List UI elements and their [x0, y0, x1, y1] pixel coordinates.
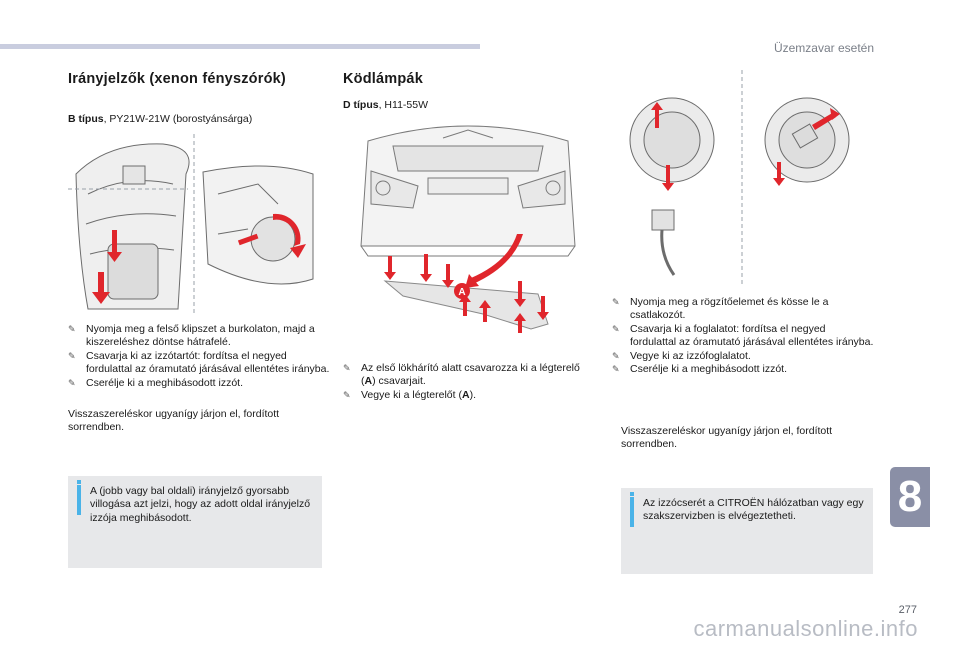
list-item: ✎Nyomja meg a rögzítőelemet és kösse le …	[612, 296, 829, 322]
fog-lamp-info-box: Az izzócserét a CITROËN hálózatban vagy …	[621, 488, 873, 574]
fog-lamp-bumper-illustration: A	[360, 125, 576, 333]
turn-signal-info-text: A (jobb vagy bal oldali) irányjelző gyor…	[90, 485, 311, 524]
fog-lamp-bulb-illustration	[629, 70, 850, 285]
info-icon	[630, 492, 634, 496]
fog-lamp-bumper-steps: ✎Az első lökhárító alatt csavarozza ki a…	[343, 362, 588, 402]
fog-lamp-bulb-steps: ✎Nyomja meg a rögzítőelemet és kösse le …	[612, 296, 874, 376]
info-icon	[77, 480, 81, 484]
section-title: Üzemzavar esetén	[773, 41, 874, 55]
callout-a-label: A	[458, 287, 465, 298]
fog-lamp-type: D típus, H11-55W	[343, 99, 428, 111]
turn-signal-type: B típus, PY21W-21W (borostyánsárga)	[68, 113, 253, 125]
list-item: ✎Vegye ki a légterelőt (A).	[343, 388, 476, 401]
list-item: ✎Cserélje ki a meghibásodott izzót.	[68, 376, 243, 389]
page-number: 277	[898, 604, 917, 616]
info-bar	[630, 497, 634, 527]
fog-lamp-reassembly: Visszaszereléskor ugyanígy járjon el, fo…	[621, 425, 833, 451]
callout-a-circle	[454, 283, 470, 299]
list-item: ✎Csavarja ki a foglalatot: fordítsa el n…	[612, 322, 874, 349]
list-item: ✎Nyomja meg a felső klipszet a burkolato…	[68, 323, 315, 349]
turn-signal-steps: ✎Nyomja meg a felső klipszet a burkolato…	[68, 323, 330, 390]
turn-signal-info-box: A (jobb vagy bal oldali) irányjelző gyor…	[68, 476, 322, 568]
turn-signal-illustration	[68, 134, 314, 314]
fog-lamp-info-text: Az izzócserét a CITROËN hálózatban vagy …	[643, 497, 864, 523]
chapter-tab: 8	[890, 467, 930, 527]
list-item: ✎Vegye ki az izzófoglalatot.	[612, 349, 751, 362]
list-item: ✎Csavarja ki az izzótartót: fordítsa el …	[68, 349, 330, 376]
list-item: ✎Cserélje ki a meghibásodott izzót.	[612, 363, 787, 376]
info-bar	[77, 485, 81, 515]
list-item: ✎Az első lökhárító alatt csavarozza ki a…	[343, 362, 580, 388]
fog-lamp-heading: Ködlámpák	[343, 71, 423, 87]
turn-signal-heading: Irányjelzők (xenon fényszórók)	[68, 71, 286, 87]
watermark: carmanualsonline.info	[693, 616, 918, 641]
header-bar	[0, 44, 480, 49]
turn-signal-reassembly: Visszaszereléskor ugyanígy járjon el, fo…	[68, 408, 280, 434]
